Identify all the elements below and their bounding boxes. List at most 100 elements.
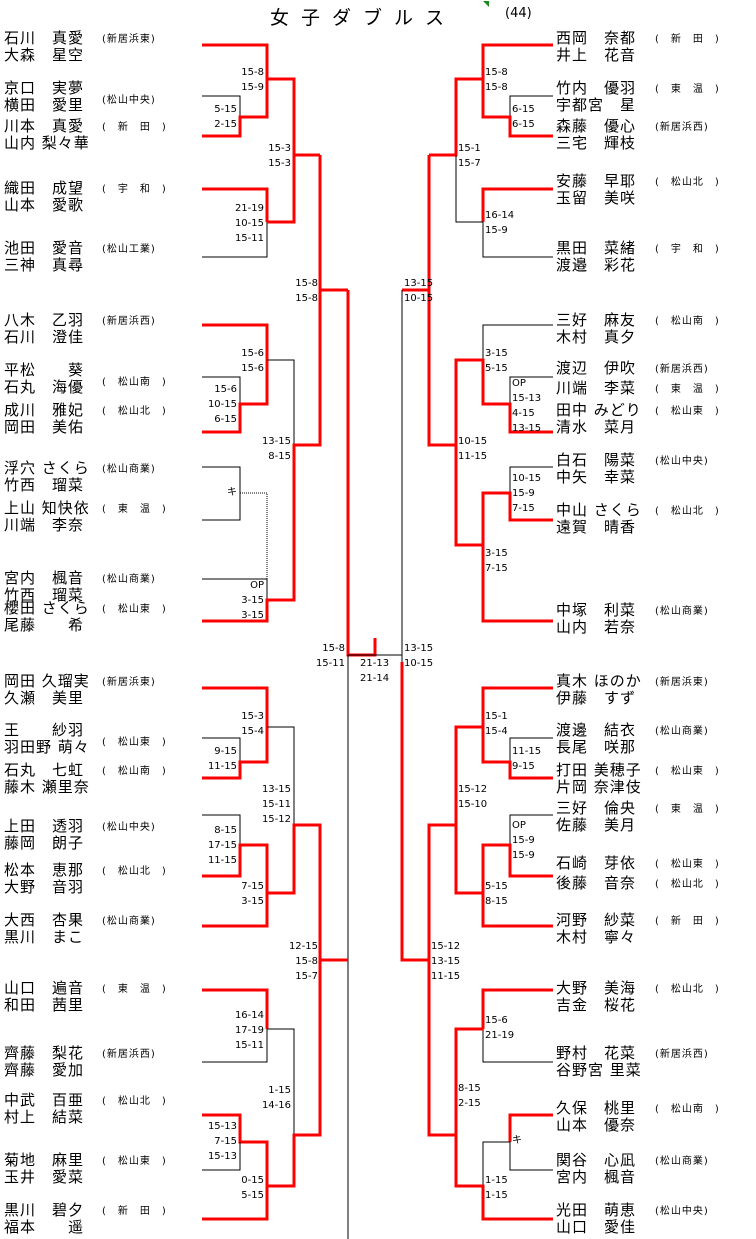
score-label: 21-19 [485, 1030, 515, 1041]
player-name: 三宅 輝枝 [556, 134, 637, 152]
score-label: 3-15 [241, 595, 264, 606]
player-name: 八木 乙羽 [4, 311, 85, 329]
score-label: 15-8 [295, 956, 318, 967]
bracket-line-winner [202, 823, 322, 960]
score-label: 15-9 [241, 82, 264, 93]
player-name: 横田 愛里 [4, 96, 85, 114]
bracket-line-winner [481, 686, 553, 727]
bracket-line-winner [202, 686, 269, 727]
player-name: 木村 寧々 [556, 928, 637, 946]
team-name: ( 松山東 ) [655, 406, 720, 417]
player-name: 竹西 瑠菜 [4, 476, 85, 494]
player-name: 山内 梨々華 [4, 134, 90, 152]
player-name: 上田 透羽 [4, 817, 85, 835]
player-name: 岡田 久瑠実 [4, 672, 90, 690]
score-label: 15-8 [485, 67, 508, 78]
player-name: 玉留 美咲 [556, 189, 637, 207]
bracket-line [509, 814, 553, 845]
bracket-line [509, 737, 553, 762]
score-label: 15-9 [485, 225, 508, 236]
player-name: 伊藤 すず [556, 689, 637, 707]
bracket-line [202, 737, 241, 762]
team-name: ( 松山東 ) [102, 604, 167, 615]
score-label: 8-15 [214, 825, 237, 836]
bracket-line-winner [481, 491, 553, 545]
player-name: 黒川 碧夕 [4, 1201, 85, 1219]
bracket-line [482, 1141, 553, 1186]
score-label: 13-15 [512, 423, 542, 434]
team-name: ( 新 田 ) [102, 1206, 167, 1217]
team-name: ( 松山北 ) [655, 879, 720, 890]
bracket-line-winner [481, 43, 553, 79]
bracket-line [202, 222, 268, 258]
score-label: 15-11 [234, 233, 264, 244]
player-name: 打田 美穂子 [556, 761, 642, 779]
comment-flag-icon [483, 1, 489, 7]
player-name: 宇都宮 星 [556, 96, 637, 114]
bracket-line-winner [481, 187, 553, 222]
score-label: 8-15 [485, 896, 508, 907]
bracket-line [267, 359, 295, 445]
bracket-line [202, 578, 268, 600]
team-name: ( 松山東 ) [102, 1156, 167, 1167]
bracket-line-winner [454, 725, 553, 825]
score-label: 15-6 [241, 348, 264, 359]
team-name: ( 松山南 ) [655, 1104, 720, 1115]
player-name: 遠賀 晴香 [556, 518, 637, 536]
score-label: キ [227, 487, 237, 498]
bracket-line-winner [202, 323, 269, 360]
player-name: 中矢 幸菜 [556, 468, 637, 486]
team-name: ( 新 田 ) [102, 122, 167, 133]
score-label: 11-15 [207, 855, 237, 866]
score-label: 8-15 [268, 451, 291, 462]
player-name: 櫻田 さくら [4, 599, 90, 617]
player-name: 山本 愛歌 [4, 196, 85, 214]
player-name: 田中 みどり [556, 401, 642, 419]
score-label: 4-15 [512, 408, 535, 419]
bracket-line [482, 1029, 553, 1063]
team-name: ( 松山南 ) [102, 766, 167, 777]
bracket-line-winner [481, 988, 553, 1029]
team-name: (新居浜西) [102, 1049, 156, 1060]
bracket-line [482, 324, 553, 360]
team-name: (松山商業) [655, 1156, 709, 1167]
team-name: (新居浜西) [102, 316, 156, 327]
score-label: 10-15 [207, 399, 237, 410]
player-name: 竹西 瑠菜 [4, 586, 85, 604]
score-label: 17-19 [234, 1025, 264, 1036]
score-label: 15-8 [295, 293, 318, 304]
team-name: (松山商業) [102, 916, 156, 927]
player-name: 西岡 奈都 [556, 29, 637, 47]
bracket-line-winner [202, 187, 269, 222]
player-name: 片岡 奈津伎 [556, 778, 642, 796]
team-name: ( 東 温 ) [655, 384, 720, 395]
score-label: 0-15 [241, 1175, 264, 1186]
score-label: 15-11 [315, 658, 345, 669]
team-name: (松山商業) [102, 464, 156, 475]
player-name: 大野 美海 [556, 979, 637, 997]
score-label: 7-15 [512, 503, 535, 514]
team-name: (松山中央) [655, 456, 709, 467]
player-name: 山口 遍音 [4, 979, 85, 997]
player-name: 玉井 愛菜 [4, 1168, 85, 1186]
score-label: 11-15 [458, 451, 488, 462]
team-name: ( 東 温 ) [102, 984, 167, 995]
team-name: ( 松山北 ) [655, 506, 720, 517]
score-label: 15-9 [512, 488, 535, 499]
score-label: 15-13 [207, 1151, 237, 1162]
player-name: 渡邊 結衣 [556, 721, 637, 739]
bracket-line-winner [267, 155, 296, 224]
score-label: 5-15 [485, 363, 508, 374]
entry-count: (44) [505, 6, 532, 21]
score-label: OP [512, 820, 526, 831]
bracket-line [202, 814, 241, 845]
player-name: 尾藤 希 [4, 616, 85, 634]
bracket-line-winner [202, 290, 322, 623]
page-title: 女子ダブルス [270, 7, 457, 29]
score-label: 13-15 [431, 956, 461, 967]
bracket-line [509, 95, 553, 117]
score-label: 15-4 [241, 726, 264, 737]
player-name: 光田 萌恵 [556, 1201, 637, 1219]
player-name: 成川 雅妃 [4, 401, 85, 419]
player-name: 織田 成望 [4, 179, 85, 197]
